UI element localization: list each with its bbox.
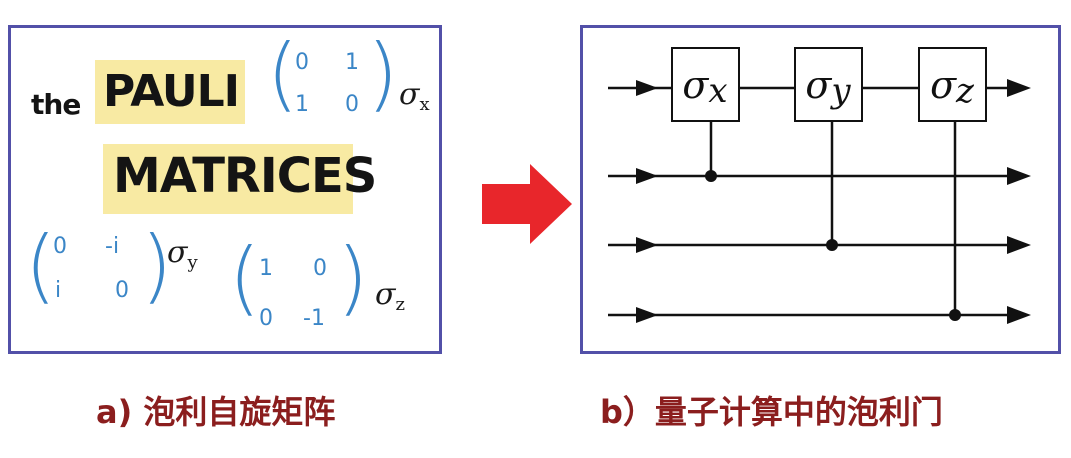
control-dot-x	[705, 170, 717, 182]
transition-arrow-icon	[482, 164, 572, 244]
caption-a: a) 泡利自旋矩阵	[96, 393, 336, 431]
wire-1-out-arrow	[1007, 79, 1031, 97]
gate-sigma-x-label: σx	[682, 63, 727, 111]
wire-3-out-arrow	[1007, 236, 1031, 254]
wire-4-out-arrow	[1007, 306, 1031, 324]
wire-2-out-arrow	[1007, 167, 1031, 185]
title-matrices: MATRICES	[113, 148, 377, 204]
sigma-z-label: σz	[375, 277, 405, 315]
caption-b: b）量子计算中的泡利门	[600, 393, 943, 431]
wire-3-in-arrow	[636, 237, 658, 253]
title-the: the	[31, 88, 81, 121]
wire-2-in-arrow	[636, 168, 658, 184]
title-pauli: PAULI	[103, 66, 240, 117]
gate-sigma-y	[794, 47, 863, 122]
wire-1-in-arrow	[636, 80, 658, 96]
sigma-y-label: σy	[167, 235, 198, 273]
gate-sigma-z	[918, 47, 987, 122]
gate-sigma-y-label: σy	[805, 63, 851, 111]
control-dot-z	[949, 309, 961, 321]
sigma-x-label: σx	[399, 77, 430, 115]
gate-sigma-z-label: σz	[930, 63, 975, 111]
quantum-circuit-panel: σx σy σz	[580, 25, 1061, 354]
pauli-matrices-panel: the PAULI MATRICES ( 0 1 1 0 ) σx ( 0 -i…	[8, 25, 442, 354]
highlight-matrices	[103, 144, 353, 214]
gate-sigma-x	[671, 47, 740, 122]
control-dot-y	[826, 239, 838, 251]
wire-4-in-arrow	[636, 307, 658, 323]
highlight-pauli	[95, 60, 245, 124]
quantum-circuit-diagram: σx σy σz	[608, 47, 1031, 324]
